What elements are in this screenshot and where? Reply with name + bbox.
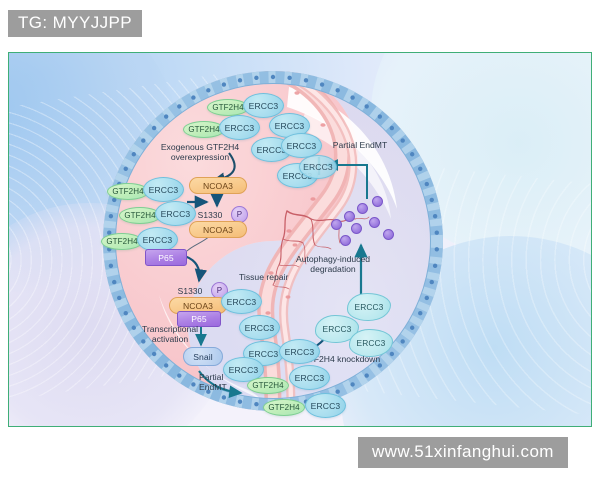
figure-frame: GTF2H4 ERCC3 GTF2H4 ERCC3 ERCC3 ERCC3 ER… bbox=[8, 52, 592, 427]
watermark-bottom-right: www.51xinfanghui.com bbox=[358, 437, 568, 468]
ercc3-chip: ERCC3 bbox=[143, 177, 184, 202]
partial-endmt-label-right: Partial EndMT bbox=[332, 140, 388, 150]
ercc3-chip: ERCC3 bbox=[219, 115, 260, 140]
p65-chip: P65 bbox=[145, 249, 187, 266]
gtf2h4-chip: GTF2H4 bbox=[107, 183, 149, 200]
autophagy-vesicle bbox=[383, 229, 394, 240]
gtf2h4-knockdown-label: GTF2H4 knockdown bbox=[301, 354, 381, 364]
exogenous-overexpression-label: Exogenous GTF2H4 overexpression bbox=[160, 142, 240, 162]
autophagy-vesicle bbox=[340, 235, 351, 246]
autophagy-vesicle bbox=[372, 196, 383, 207]
phosphate-icon: P bbox=[231, 206, 248, 223]
ercc3-degraded-chip: ERCC3 bbox=[347, 293, 391, 321]
ercc3-chip: ERCC3 bbox=[223, 357, 264, 382]
ercc3-chip: ERCC3 bbox=[305, 393, 346, 418]
ercc3-degraded-chip: ERCC3 bbox=[349, 329, 393, 357]
autophagy-degradation-label: Autophagy-induced degradation bbox=[295, 254, 371, 274]
gtf2h4-chip: GTF2H4 bbox=[101, 233, 143, 250]
yin-yang-cell-diagram: GTF2H4 ERCC3 GTF2H4 ERCC3 ERCC3 ERCC3 ER… bbox=[91, 59, 455, 423]
ercc3-chip: ERCC3 bbox=[279, 339, 320, 364]
gtf2h4-chip: GTF2H4 bbox=[263, 399, 305, 416]
autophagy-vesicle bbox=[331, 219, 342, 230]
ercc3-chip: ERCC3 bbox=[155, 201, 196, 226]
ercc3-chip: ERCC3 bbox=[239, 315, 280, 340]
ercc3-chip: ERCC3 bbox=[221, 289, 262, 314]
autophagy-vesicle bbox=[357, 203, 368, 214]
snail-chip: Snail bbox=[183, 347, 223, 366]
autophagy-vesicle bbox=[369, 217, 380, 228]
phospho-site-label: S1330 bbox=[177, 285, 203, 296]
gtf2h4-chip: GTF2H4 bbox=[247, 377, 289, 394]
ercc3-chip: ERCC3 bbox=[299, 155, 337, 179]
ncoa3-chip: NCOA3 bbox=[189, 221, 247, 238]
ncoa3-chip: NCOA3 bbox=[189, 177, 247, 194]
watermark-top-left: TG: MYYJJPP bbox=[8, 10, 142, 37]
partial-endmt-label-left: Partial EndMT bbox=[199, 372, 227, 392]
autophagy-vesicle bbox=[351, 223, 362, 234]
transcriptional-activation-label: Transcriptional activation bbox=[141, 324, 199, 344]
tissue-repair-label: Tissue repair bbox=[239, 272, 289, 282]
autophagy-vesicle bbox=[344, 211, 355, 222]
ercc3-chip: ERCC3 bbox=[289, 365, 330, 390]
phospho-site-label: S1330 bbox=[197, 209, 223, 220]
ercc3-chip: ERCC3 bbox=[243, 93, 284, 118]
ercc3-chip: ERCC3 bbox=[281, 133, 322, 158]
p65-chip: P65 bbox=[177, 311, 221, 327]
